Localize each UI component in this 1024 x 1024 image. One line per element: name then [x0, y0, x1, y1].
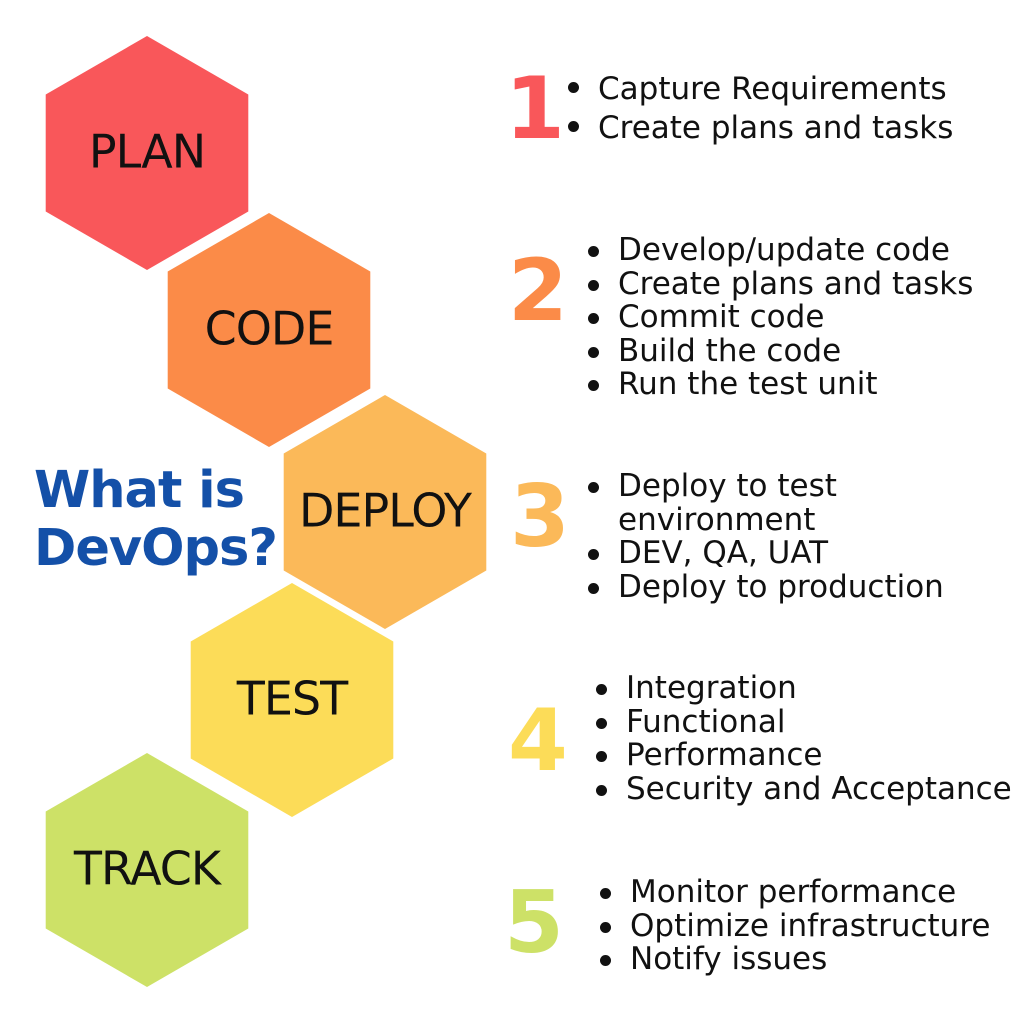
step-list-4: Integration Functional Performance Secur…	[594, 671, 1012, 807]
title-line-2: DevOps?	[34, 519, 278, 578]
list-item: Create plans and tasks	[586, 267, 973, 302]
stage-label: PLAN	[89, 125, 205, 179]
step-number-5: 5	[504, 873, 564, 973]
stage-plan: PLAN	[45, 36, 249, 270]
list-item: Functional	[594, 705, 1012, 740]
list-item: Build the code	[586, 334, 973, 369]
step-number-4: 4	[508, 691, 568, 791]
list-item: Develop/update code	[586, 233, 973, 268]
stage-track: TRACK	[45, 753, 249, 987]
list-item: Monitor performance	[598, 875, 990, 910]
list-item-continuation: environment	[618, 501, 816, 538]
list-item: Commit code	[586, 300, 973, 335]
stage-hexagon	[45, 36, 249, 270]
stage-label: TEST	[236, 672, 349, 726]
step-list-1: Capture Requirements Create plans and ta…	[566, 70, 953, 148]
list-item: Optimize infrastructure	[598, 909, 990, 944]
list-item: Security and Acceptance	[594, 772, 1012, 807]
stage-hexagon	[45, 753, 249, 987]
stage-hexagon	[283, 395, 487, 629]
stage-label: DEPLOY	[299, 484, 473, 538]
list-item: Deploy to test environment	[586, 468, 944, 538]
step-list-5: Monitor performance Optimize infrastruct…	[598, 875, 990, 977]
list-item: Capture Requirements	[566, 70, 953, 109]
list-item: Performance	[594, 738, 1012, 773]
list-item: Notify issues	[598, 942, 990, 977]
stage-code: CODE	[167, 213, 371, 447]
step-list-2: Develop/update code Create plans and tas…	[586, 233, 973, 402]
list-item: DEV, QA, UAT	[586, 536, 944, 571]
list-item: Create plans and tasks	[566, 109, 953, 148]
stage-label: TRACK	[73, 842, 223, 896]
stage-label: CODE	[205, 302, 334, 356]
step-number-2: 2	[508, 241, 568, 341]
stage-hexagon	[167, 213, 371, 447]
list-item-text: Deploy to test	[618, 468, 837, 504]
list-item: Run the test unit	[586, 367, 973, 402]
stage-deploy: DEPLOY	[283, 395, 487, 629]
step-number-3: 3	[510, 467, 570, 567]
list-item: Deploy to production	[586, 570, 944, 605]
list-item: Integration	[594, 671, 1012, 706]
page-title: What is DevOps?	[34, 461, 278, 578]
title-line-1: What is	[34, 461, 245, 520]
stage-hexagon	[190, 583, 394, 817]
stage-test: TEST	[190, 583, 394, 817]
step-list-3: Deploy to test environment DEV, QA, UAT …	[586, 468, 944, 605]
step-number-1: 1	[505, 59, 565, 159]
